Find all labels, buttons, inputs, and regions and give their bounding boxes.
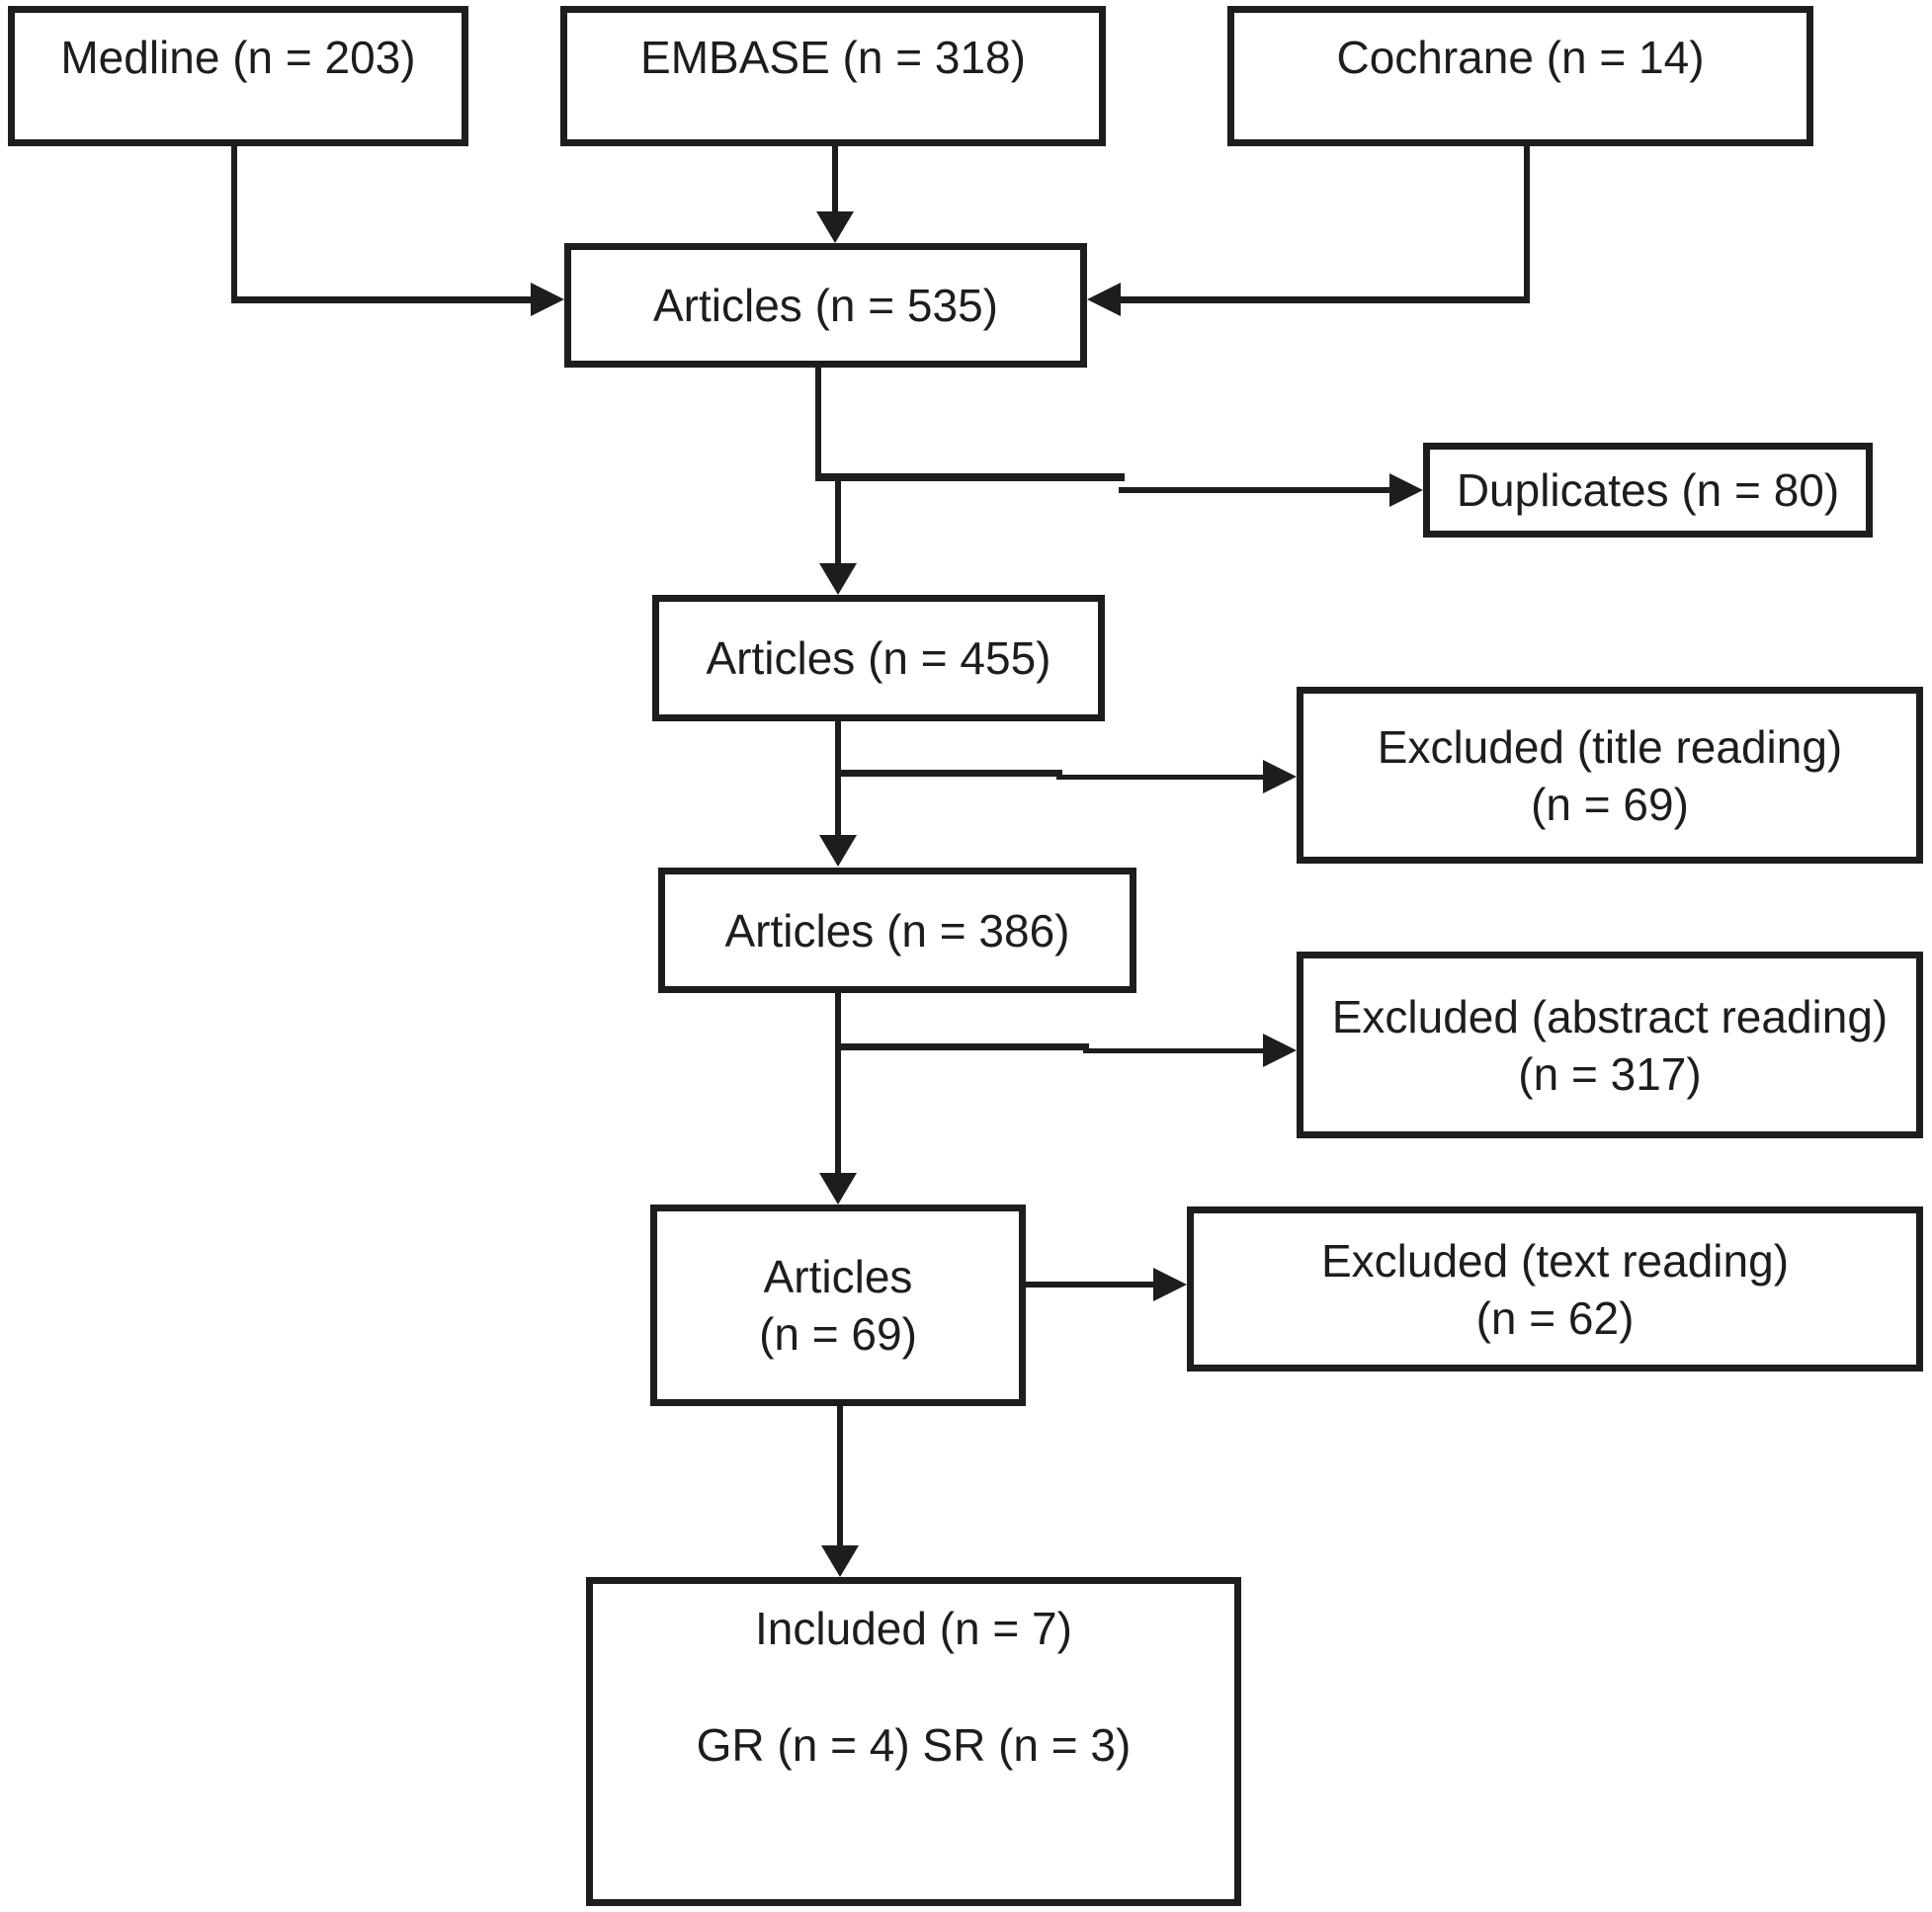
medline-source-label: Medline (n = 203) [60, 32, 416, 83]
medline-arrowhead-icon [531, 283, 564, 316]
medline-connector-horizontal-line [231, 296, 531, 303]
articles-535-label: Articles (n = 535) [653, 280, 998, 331]
articles-535-box: Articles (n = 535) [564, 243, 1087, 368]
excluded-abstract-line1: Excluded (abstract reading) [1331, 990, 1889, 1042]
cochrane-connector-horizontal-line [1121, 296, 1530, 303]
articles-386-down-line [835, 993, 841, 1173]
embase-connector-vertical-line [832, 146, 838, 211]
cochrane-source-label: Cochrane (n = 14) [1336, 32, 1705, 83]
included-line1: Included (n = 7) [755, 1603, 1072, 1654]
articles-386-label: Articles (n = 386) [724, 904, 1070, 956]
excluded-title-box: Excluded (title reading) (n = 69) [1297, 687, 1923, 864]
articles-455-arrowhead-icon [819, 563, 857, 595]
excluded-title-arrowhead-icon [1263, 760, 1297, 793]
excluded-abstract-box: Excluded (abstract reading) (n = 317) [1297, 952, 1923, 1138]
excluded-text-line2: (n = 62) [1475, 1291, 1635, 1344]
duplicates-arrowhead-icon [1389, 473, 1423, 507]
articles-455-down-line [835, 721, 841, 835]
articles-386-box: Articles (n = 386) [658, 868, 1136, 993]
articles-69-box: Articles (n = 69) [650, 1205, 1026, 1406]
excluded-text-line1: Excluded (text reading) [1320, 1234, 1790, 1287]
cochrane-arrowhead-icon [1087, 283, 1121, 316]
included-arrowhead-icon [821, 1545, 859, 1577]
excluded-title-line1: Excluded (title reading) [1377, 720, 1843, 773]
included-line2: GR (n = 4) SR (n = 3) [696, 1719, 1132, 1771]
cochrane-connector-vertical-line [1524, 146, 1530, 302]
duplicates-branch-line-thick [815, 473, 1125, 481]
articles-69-arrowhead-icon [819, 1173, 857, 1205]
articles-69-line1: Articles [763, 1251, 913, 1302]
embase-arrowhead-icon [816, 211, 854, 243]
embase-source-label: EMBASE (n = 318) [640, 32, 1026, 83]
excluded-text-arrowhead-icon [1153, 1268, 1187, 1301]
excluded-abstract-branch-line-thick [835, 1043, 1089, 1050]
excluded-title-branch-line-thin [1056, 775, 1263, 780]
excluded-text-branch-line [1026, 1282, 1154, 1288]
included-connector-vertical-line [837, 1406, 843, 1545]
duplicates-branch-line-thin [1119, 487, 1390, 493]
included-box: Included (n = 7) GR (n = 4) SR (n = 3) [586, 1577, 1241, 1906]
articles-386-arrowhead-icon [819, 835, 857, 867]
excluded-abstract-branch-line-thin [1083, 1048, 1263, 1053]
medline-connector-vertical-line [231, 146, 237, 302]
duplicates-box: Duplicates (n = 80) [1423, 443, 1873, 538]
excluded-title-line2: (n = 69) [1531, 778, 1689, 830]
excluded-text-box: Excluded (text reading) (n = 62) [1187, 1206, 1923, 1372]
medline-source-box: Medline (n = 203) [8, 6, 468, 146]
articles-455-drop-line [835, 474, 841, 563]
excluded-abstract-line2: (n = 317) [1518, 1047, 1702, 1100]
articles-535-down-line [815, 368, 821, 480]
excluded-title-branch-line-thick [835, 770, 1062, 777]
articles-455-label: Articles (n = 455) [706, 632, 1051, 684]
duplicates-label: Duplicates (n = 80) [1456, 464, 1840, 516]
articles-455-box: Articles (n = 455) [652, 595, 1105, 721]
excluded-abstract-arrowhead-icon [1263, 1034, 1297, 1067]
embase-source-box: EMBASE (n = 318) [560, 6, 1106, 146]
cochrane-source-box: Cochrane (n = 14) [1227, 6, 1813, 146]
articles-69-line2: (n = 69) [759, 1308, 917, 1360]
